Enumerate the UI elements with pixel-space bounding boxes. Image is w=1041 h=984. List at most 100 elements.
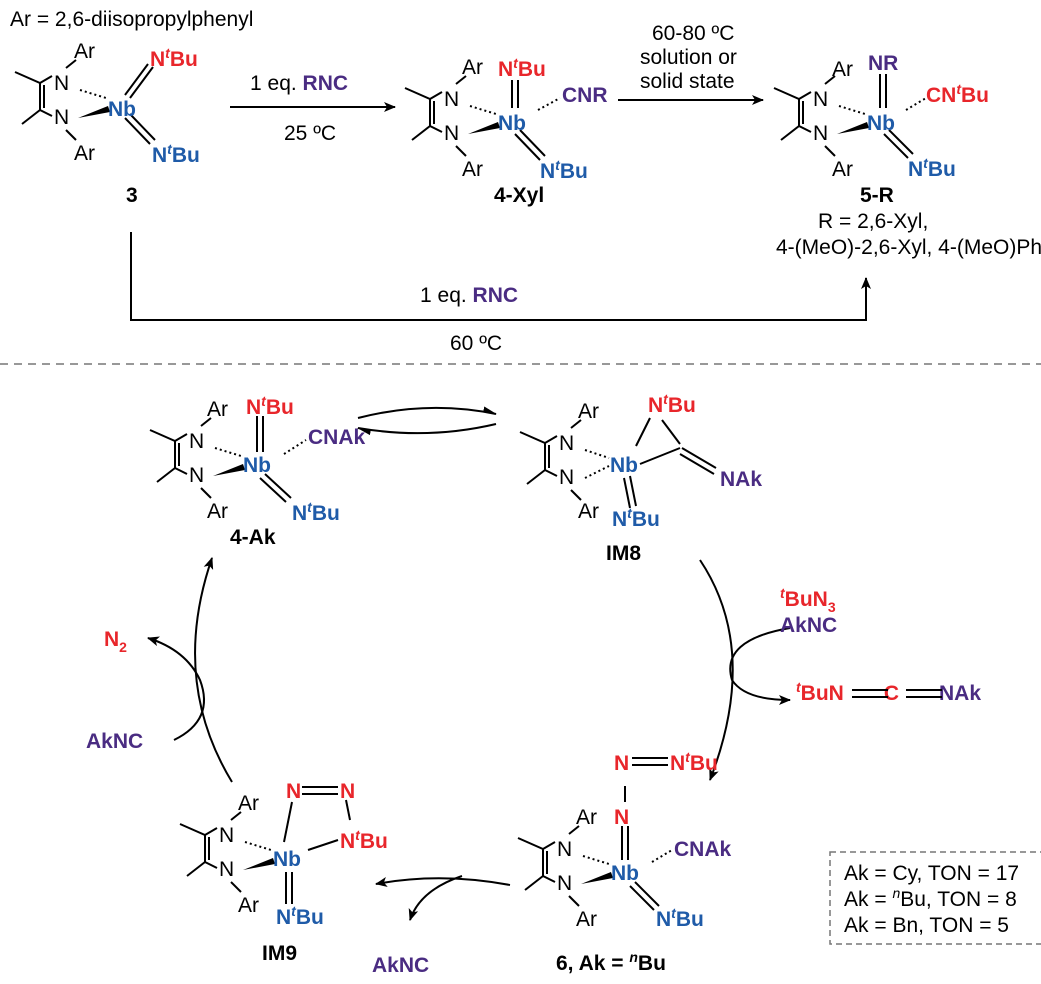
ton-legend: Ak = Cy, TON = 17 Ak = nBu, TON = 8 Ak =… <box>829 851 1041 945</box>
ar-definition: Ar = 2,6-diisopropylphenyl <box>10 8 253 31</box>
n-label: N <box>444 88 459 111</box>
compound-im8-label: IM8 <box>606 542 641 565</box>
reagent-curve-arrow <box>729 627 791 705</box>
aknc-released: AkNC <box>372 954 429 977</box>
compound-im9-structure: N N NtBu Ar N N Ar Nb NtBu <box>179 780 388 929</box>
n-label: N <box>340 780 355 803</box>
nb-label: Nb <box>108 98 136 121</box>
ntbu-label: NtBu <box>498 55 546 81</box>
aknc-reagent: AkNC <box>86 730 143 753</box>
ntbu-label: NtBu <box>340 827 388 853</box>
arrow-im8-to-6 <box>699 559 734 781</box>
ntbu-label: NtBu <box>152 141 200 167</box>
ar-label: Ar <box>578 400 599 423</box>
nb-label: Nb <box>611 862 639 885</box>
legend-row: Ak = Bn, TON = 5 <box>844 914 1009 937</box>
ar-label: Ar <box>462 56 483 79</box>
compound-4ak-label: 4-Ak <box>230 526 276 549</box>
reagent-aknc: AkNC <box>780 614 837 637</box>
bottom-arrow-condition: 60 ºC <box>450 332 502 355</box>
ar-label: Ar <box>74 40 95 63</box>
arrow-im9-to-4ak <box>194 557 233 783</box>
ntbu-label: NtBu <box>612 505 660 531</box>
nb-label: Nb <box>867 112 895 135</box>
arrow-3-to-5r <box>130 232 871 321</box>
compound-4ak-structure: Ar N N Ar Nb NtBu CNAk NtBu <box>149 393 365 525</box>
ntbu-label: NtBu <box>908 155 956 181</box>
compound-5r-label: 5-R <box>860 184 894 207</box>
arrow2-condition: solution or <box>640 46 737 69</box>
r-definition: R = 2,6-Xyl, <box>818 210 928 233</box>
ar-label: Ar <box>238 792 259 815</box>
compound-3-label: 3 <box>126 184 138 207</box>
compound-6-structure: N NtBu N Ar N N Ar Nb CNAk NtBu <box>517 749 731 931</box>
n-label: N <box>559 432 574 455</box>
ntbu-label: NtBu <box>648 391 696 417</box>
cntbu-label: CNtBu <box>926 81 989 107</box>
arrow1-condition: 25 ºC <box>284 122 336 145</box>
n2-product: N2 <box>104 628 127 655</box>
ar-label: Ar <box>576 908 597 931</box>
ar-label: Ar <box>832 58 853 81</box>
ar-label: Ar <box>207 398 228 421</box>
n-label: N <box>54 72 69 95</box>
ntbu-label: NtBu <box>670 749 718 775</box>
ar-label: Ar <box>576 806 597 829</box>
n-label: N <box>219 824 234 847</box>
r-definition: 4-(MeO)-2,6-Xyl, 4-(MeO)Ph <box>776 236 1041 259</box>
nb-label: Nb <box>498 112 526 135</box>
nb-label: Nb <box>273 848 301 871</box>
ar-label: Ar <box>74 142 95 165</box>
n-label: N <box>813 122 828 145</box>
n-label: N <box>286 780 301 803</box>
legend-row: Ak = nBu, TON = 8 <box>844 885 1017 911</box>
n-label: N <box>54 106 69 129</box>
nb-label: Nb <box>610 454 638 477</box>
nr-label: NR <box>868 52 898 75</box>
arrow1-reagent: 1 eq. RNC <box>250 72 348 95</box>
arrow-6-to-im9 <box>375 877 511 887</box>
n2-release-arrow <box>147 636 205 741</box>
n-label: N <box>559 466 574 489</box>
ntbu-label: NtBu <box>246 393 294 419</box>
n-label: N <box>219 858 234 881</box>
arrow2-condition: solid state <box>640 70 735 93</box>
cnak-label: CNAk <box>674 838 731 861</box>
ar-label: Ar <box>238 894 259 917</box>
cnak-label: CNAk <box>308 426 365 449</box>
arrow2-condition: 60-80 ºC <box>652 22 734 45</box>
compound-5r-structure: Ar N N Ar Nb NR CNtBu NtBu <box>773 52 989 181</box>
ntbu-label: NtBu <box>276 903 324 929</box>
azide-n-label: N <box>614 752 629 775</box>
n-label: N <box>557 838 572 861</box>
reagent-tbun3: tBuN3 <box>780 585 836 615</box>
n-label: N <box>189 464 204 487</box>
azide-n-label: N <box>614 806 629 829</box>
compound-im9-label: IM9 <box>262 942 297 965</box>
cnr-label: CNR <box>562 84 608 107</box>
ntbu-label: NtBu <box>292 499 340 525</box>
nak-label: NAk <box>720 468 762 491</box>
compound-4xyl-structure: Ar N N Ar Nb NtBu CNR NtBu <box>404 55 608 183</box>
ntbu-label: NtBu <box>150 45 198 71</box>
n-label: N <box>444 122 459 145</box>
compound-im8-structure: Ar N N Ar Nb NtBu NAk NtBu <box>519 391 762 531</box>
ar-label: Ar <box>462 158 483 181</box>
ntbu-label: NtBu <box>656 905 704 931</box>
nb-label: Nb <box>243 454 271 477</box>
legend-row: Ak = Cy, TON = 17 <box>844 862 1019 885</box>
equilibrium-reverse-arrow <box>357 423 497 436</box>
ntbu-label: NtBu <box>540 157 588 183</box>
compound-3-structure: Ar N N Ar Nb NtBu NtBu <box>14 40 200 167</box>
n-label: N <box>189 430 204 453</box>
n-label: N <box>813 88 828 111</box>
aknc-release-arrow <box>408 875 463 921</box>
compound-6-label: 6, Ak = nBu <box>556 949 666 975</box>
n-label: N <box>557 872 572 895</box>
equilibrium-forward-arrow <box>357 406 497 419</box>
ar-label: Ar <box>578 500 599 523</box>
ar-label: Ar <box>832 158 853 181</box>
compound-4xyl-label: 4-Xyl <box>494 184 544 207</box>
